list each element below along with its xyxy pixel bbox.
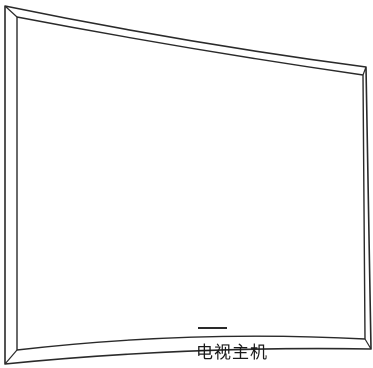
tv-right-edge xyxy=(362,66,372,350)
tv-left-edge xyxy=(4,5,18,365)
tv-host-caption: 电视主机 xyxy=(196,343,268,363)
tv-screen-edge xyxy=(16,16,366,351)
